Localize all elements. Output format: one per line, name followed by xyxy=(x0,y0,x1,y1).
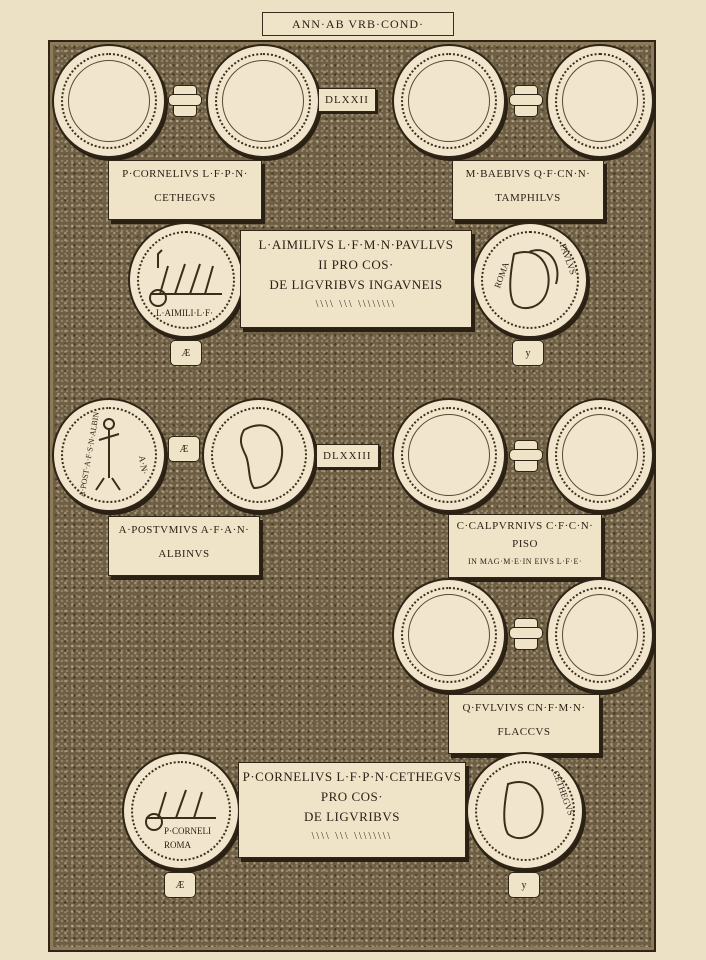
name-tablet: A·POSTVMIVS A·F·A·N· ALBINVS xyxy=(108,516,260,576)
tablet-line: A·POSTVMIVS A·F·A·N· xyxy=(118,524,250,536)
tablet-line: II PRO COS· xyxy=(318,257,394,272)
coin-joint xyxy=(168,85,202,117)
inscription-tablet: P·CORNELIVS L·F·P·N·CETHEGVS PRO COS· DE… xyxy=(238,762,466,858)
tablet-hatch: \\\\ \\\ \\\\\\\\ xyxy=(311,831,393,842)
tablet-line: L·AIMILIVS L·F·M·N·PAVLLVS xyxy=(258,237,454,252)
helmeted-head-icon xyxy=(503,781,544,840)
coin-legend: A·POST·A·F·S·N·ALBIN xyxy=(77,411,102,498)
tablet-line: P·CORNELIVS L·F·P·N· xyxy=(122,168,248,180)
blank-coin xyxy=(52,44,166,158)
name-tablet: C·CALPVRNIVS C·F·C·N· PISO IN MAG·M·E·IN… xyxy=(448,514,602,578)
coin-joint xyxy=(509,440,543,472)
coin-legend: L·AIMILI·L·F· xyxy=(156,308,213,318)
year-label: DLXXII xyxy=(318,88,376,112)
blank-coin xyxy=(546,578,654,692)
coin-legend: ROMA xyxy=(164,840,192,850)
coin-legend: ROMA xyxy=(492,260,511,290)
tablet-line: PRO COS· xyxy=(320,789,384,804)
tablet-line: Q·FVLVIVS CN·F·M·N· xyxy=(462,702,586,714)
blank-coin xyxy=(546,398,654,512)
chariot-icon xyxy=(149,249,222,307)
victory-coin: A·POST·A·F·S·N·ALBIN A·N· xyxy=(52,398,166,512)
denomination-mark: Æ xyxy=(170,340,202,366)
denomination-mark: y xyxy=(508,872,540,898)
roma-head-coin: CETHEGVS xyxy=(466,752,584,870)
blank-coin xyxy=(392,578,506,692)
tablet-hatch: \\\\ \\\ \\\\\\\\ xyxy=(315,299,397,310)
tablet-line: ALBINVS xyxy=(158,548,210,560)
helmeted-head-icon xyxy=(509,249,559,310)
coin-legend: P·CORNELI xyxy=(164,826,211,836)
denomination-mark: Æ xyxy=(168,436,200,462)
tablet-line: TAMPHILVS xyxy=(495,192,561,204)
chariot-coin: P·CORNELI ROMA xyxy=(122,752,240,870)
name-tablet: P·CORNELIVS L·F·P·N· CETHEGVS xyxy=(108,160,262,220)
tablet-line: CETHEGVS xyxy=(154,192,216,204)
blank-coin xyxy=(392,44,506,158)
denomination-mark: Æ xyxy=(164,872,196,898)
tablet-line: C·CALPVRNIVS C·F·C·N· xyxy=(456,520,594,532)
coin-joint xyxy=(509,618,543,650)
blank-coin xyxy=(206,44,320,158)
plate-header: ANN·AB VRB·COND· xyxy=(262,12,454,36)
tablet-line: FLACCVS xyxy=(497,726,551,738)
tablet-line: IN MAG·M·E·IN EIVS L·F·E· xyxy=(467,557,583,566)
chariot-coin: L·AIMILI·L·F· xyxy=(128,222,244,338)
inscription-tablet: L·AIMILIVS L·F·M·N·PAVLLVS II PRO COS· D… xyxy=(240,230,472,328)
tablet-line: M·BAEBIVS Q·F·CN·N· xyxy=(465,168,591,180)
tablet-line: PISO xyxy=(512,538,538,550)
tablet-line: DE LIGVRIBVS xyxy=(304,809,400,824)
female-head-coin xyxy=(202,398,316,512)
tablet-line: P·CORNELIVS L·F·P·N·CETHEGVS xyxy=(242,769,462,784)
chariot-icon xyxy=(145,789,216,831)
tablet-line: DE LIGVRIBVS INGAVNEIS xyxy=(269,277,443,292)
blank-coin xyxy=(392,398,506,512)
coin-joint xyxy=(509,85,543,117)
year-label: DLXXIII xyxy=(316,444,379,468)
name-tablet: M·BAEBIVS Q·F·CN·N· TAMPHILVS xyxy=(452,160,604,220)
female-profile-icon xyxy=(239,424,284,490)
blank-coin xyxy=(546,44,654,158)
coin-legend: A·N· xyxy=(136,454,151,476)
roma-head-coin: ROMA PAVLVS xyxy=(472,222,588,338)
victory-figure-icon xyxy=(95,418,121,491)
name-tablet: Q·FVLVIVS CN·F·M·N· FLACCVS xyxy=(448,694,600,754)
denomination-mark: y xyxy=(512,340,544,366)
